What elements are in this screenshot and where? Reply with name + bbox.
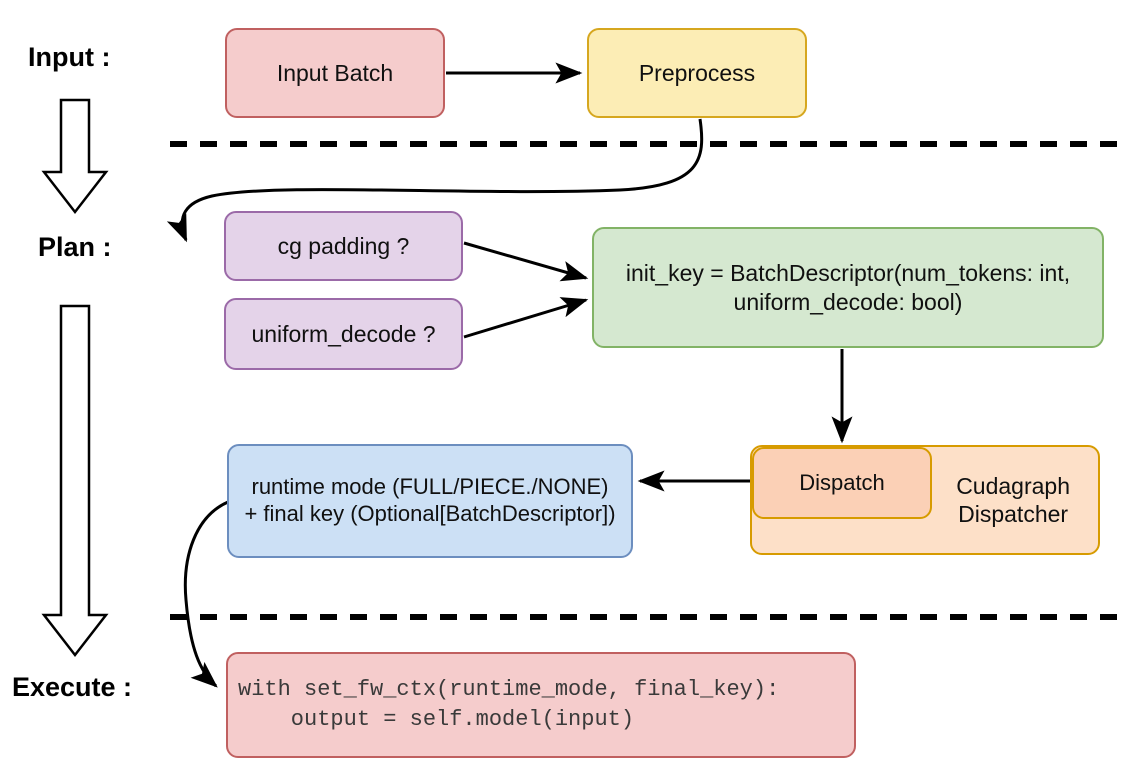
block-arrow-input-to-plan [41, 98, 109, 215]
node-preprocess-label: Preprocess [638, 59, 756, 86]
node-runtime-mode-label: runtime mode (FULL/PIECE./NONE) + final … [244, 474, 616, 526]
node-uniform-decode[interactable]: uniform_decode ? [224, 298, 463, 370]
node-dispatch-label: Dispatch [799, 469, 885, 495]
arrow-uniform-decode-to-init-key [463, 297, 589, 339]
node-cg-padding[interactable]: cg padding ? [224, 211, 463, 281]
node-cg-padding-label: cg padding ? [277, 232, 410, 259]
stage-label-input: Input : [28, 42, 111, 72]
node-execute-code-label: with set_fw_ctx(runtime_mode, final_key)… [238, 677, 780, 732]
stage-label-execute: Execute : [12, 672, 133, 702]
node-input-batch-label: Input Batch [276, 59, 394, 86]
node-runtime-mode[interactable]: runtime mode (FULL/PIECE./NONE) + final … [227, 444, 633, 558]
node-uniform-decode-label: uniform_decode ? [251, 320, 436, 347]
arrow-cg-padding-to-init-key [463, 241, 589, 282]
node-init-key[interactable]: init_key = BatchDescriptor(num_tokens: i… [592, 227, 1104, 348]
block-arrow-plan-to-execute [41, 304, 109, 658]
arrow-runtime-mode-to-execute-code [183, 500, 229, 688]
node-dispatch[interactable]: Dispatch [752, 447, 932, 519]
stage-label-plan: Plan : [38, 232, 112, 262]
node-cudagraph-dispatcher-label: Cudagraph Dispatcher [956, 472, 1070, 527]
node-init-key-label: init_key = BatchDescriptor(num_tokens: i… [625, 260, 1071, 315]
node-execute-code[interactable]: with set_fw_ctx(runtime_mode, final_key)… [226, 652, 856, 758]
node-preprocess[interactable]: Preprocess [587, 28, 807, 118]
node-input-batch[interactable]: Input Batch [225, 28, 445, 118]
